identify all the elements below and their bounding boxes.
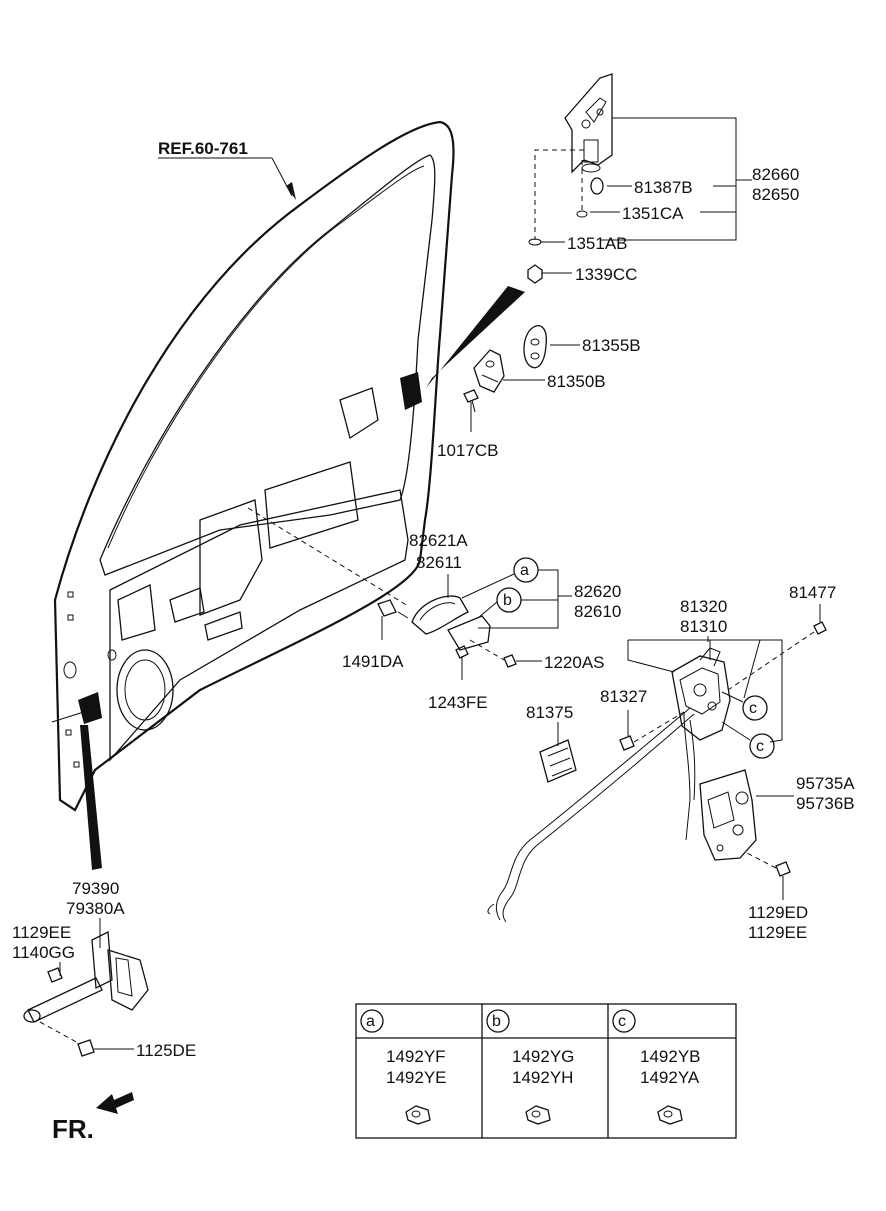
lock-rod-cables-icon bbox=[487, 707, 695, 923]
reference-leader bbox=[271, 157, 293, 197]
label-82620: 82620 bbox=[574, 582, 621, 601]
label-82660: 82660 bbox=[752, 165, 799, 184]
callout-a-text: a bbox=[520, 562, 529, 579]
label-81387B: 81387B bbox=[634, 178, 693, 197]
label-81310: 81310 bbox=[680, 617, 727, 636]
label-1129EE: 1129EE bbox=[12, 923, 71, 942]
door-lock-actuator-icon bbox=[671, 647, 731, 841]
label-1125DE: 1125DE bbox=[136, 1041, 196, 1060]
label-1017CB: 1017CB bbox=[437, 441, 498, 460]
reference-arrowhead bbox=[286, 182, 296, 200]
striker-81350B-icon bbox=[473, 349, 505, 393]
front-direction-label: FR. bbox=[52, 1114, 94, 1144]
legend-a-key: a bbox=[366, 1013, 375, 1030]
label-82611: 82611 bbox=[416, 553, 462, 572]
legend-c-part-1: 1492YB bbox=[640, 1047, 701, 1066]
screw-1017CB-icon bbox=[463, 389, 479, 413]
legend-b-circle bbox=[486, 1009, 510, 1033]
lock-body-95735A-icon bbox=[699, 769, 757, 861]
label-1140GG: 1140GG bbox=[12, 943, 75, 962]
callout-c1-text: c bbox=[749, 700, 757, 717]
clip-a-icon bbox=[405, 1105, 431, 1125]
label-81477: 81477 bbox=[789, 583, 836, 602]
label-81355B: 81355B bbox=[582, 336, 641, 355]
legend-b-key: b bbox=[492, 1013, 501, 1030]
hinge-small-arrow bbox=[51, 709, 91, 723]
callout-c1-circle bbox=[742, 695, 768, 721]
label-82650: 82650 bbox=[752, 185, 799, 204]
label-1243FE: 1243FE bbox=[428, 693, 488, 712]
clip-c-icon bbox=[657, 1105, 683, 1125]
reference-label: REF.60-761 bbox=[158, 139, 248, 158]
legend-b-part-2: 1492YH bbox=[512, 1068, 573, 1087]
clip-1491DA-icon bbox=[377, 599, 397, 617]
legend-a-part-1: 1492YF bbox=[386, 1047, 446, 1066]
label-81375: 81375 bbox=[526, 703, 573, 722]
label-1339CC: 1339CC bbox=[575, 265, 637, 284]
bolt-1125DE-icon bbox=[77, 1039, 95, 1057]
label-81320: 81320 bbox=[680, 597, 727, 616]
label-1220AS: 1220AS bbox=[544, 653, 605, 672]
front-direction-arrow-icon bbox=[96, 1092, 134, 1114]
pad-81355B-icon bbox=[523, 325, 547, 369]
callout-b-text: b bbox=[503, 592, 512, 609]
clip-b-icon bbox=[525, 1105, 551, 1125]
bracket-81375-icon bbox=[539, 739, 577, 783]
callout-c2-circle bbox=[749, 733, 775, 759]
label-1129EE-lock: 1129EE bbox=[748, 923, 807, 942]
label-1351AB: 1351AB bbox=[567, 234, 628, 253]
legend-c-circle bbox=[612, 1009, 636, 1033]
label-1491DA: 1491DA bbox=[342, 652, 404, 671]
label-82621A: 82621A bbox=[409, 531, 468, 550]
screw-1243FE-icon bbox=[455, 645, 469, 659]
label-81327: 81327 bbox=[600, 687, 647, 706]
striker-pointer-wedge bbox=[426, 286, 525, 388]
callout-c2-text: c bbox=[756, 738, 764, 755]
label-82610: 82610 bbox=[574, 602, 621, 621]
legend-c-part-2: 1492YA bbox=[640, 1068, 700, 1087]
legend-a-circle bbox=[360, 1009, 384, 1033]
screw-1129ED-icon bbox=[775, 861, 791, 877]
label-95735A: 95735A bbox=[796, 774, 855, 793]
label-79380A: 79380A bbox=[66, 899, 125, 918]
label-1129ED: 1129ED bbox=[748, 903, 808, 922]
legend-c-key: c bbox=[618, 1013, 626, 1030]
screw-1220AS-icon bbox=[503, 654, 517, 668]
clip-legend-table: a b c 1492YF 1492YE 1492YG 1492YH 1492YB… bbox=[355, 1003, 737, 1139]
hinge-pointer-wedge bbox=[80, 725, 102, 870]
nut-1339CC-icon bbox=[527, 264, 543, 284]
inside-handle-icon bbox=[411, 595, 491, 651]
legend-b-part-1: 1492YG bbox=[512, 1047, 574, 1066]
bolt-81327-icon bbox=[619, 735, 635, 751]
legend-a-part-2: 1492YE bbox=[386, 1068, 447, 1087]
label-1351CA: 1351CA bbox=[622, 204, 684, 223]
label-95736B: 95736B bbox=[796, 794, 855, 813]
door-panel bbox=[53, 120, 455, 812]
label-79390: 79390 bbox=[72, 879, 119, 898]
upper-hinge-icon bbox=[564, 73, 613, 195]
bolt-81477-icon bbox=[813, 621, 827, 635]
lower-hinge-icon bbox=[23, 930, 149, 1023]
label-81350B: 81350B bbox=[547, 372, 606, 391]
